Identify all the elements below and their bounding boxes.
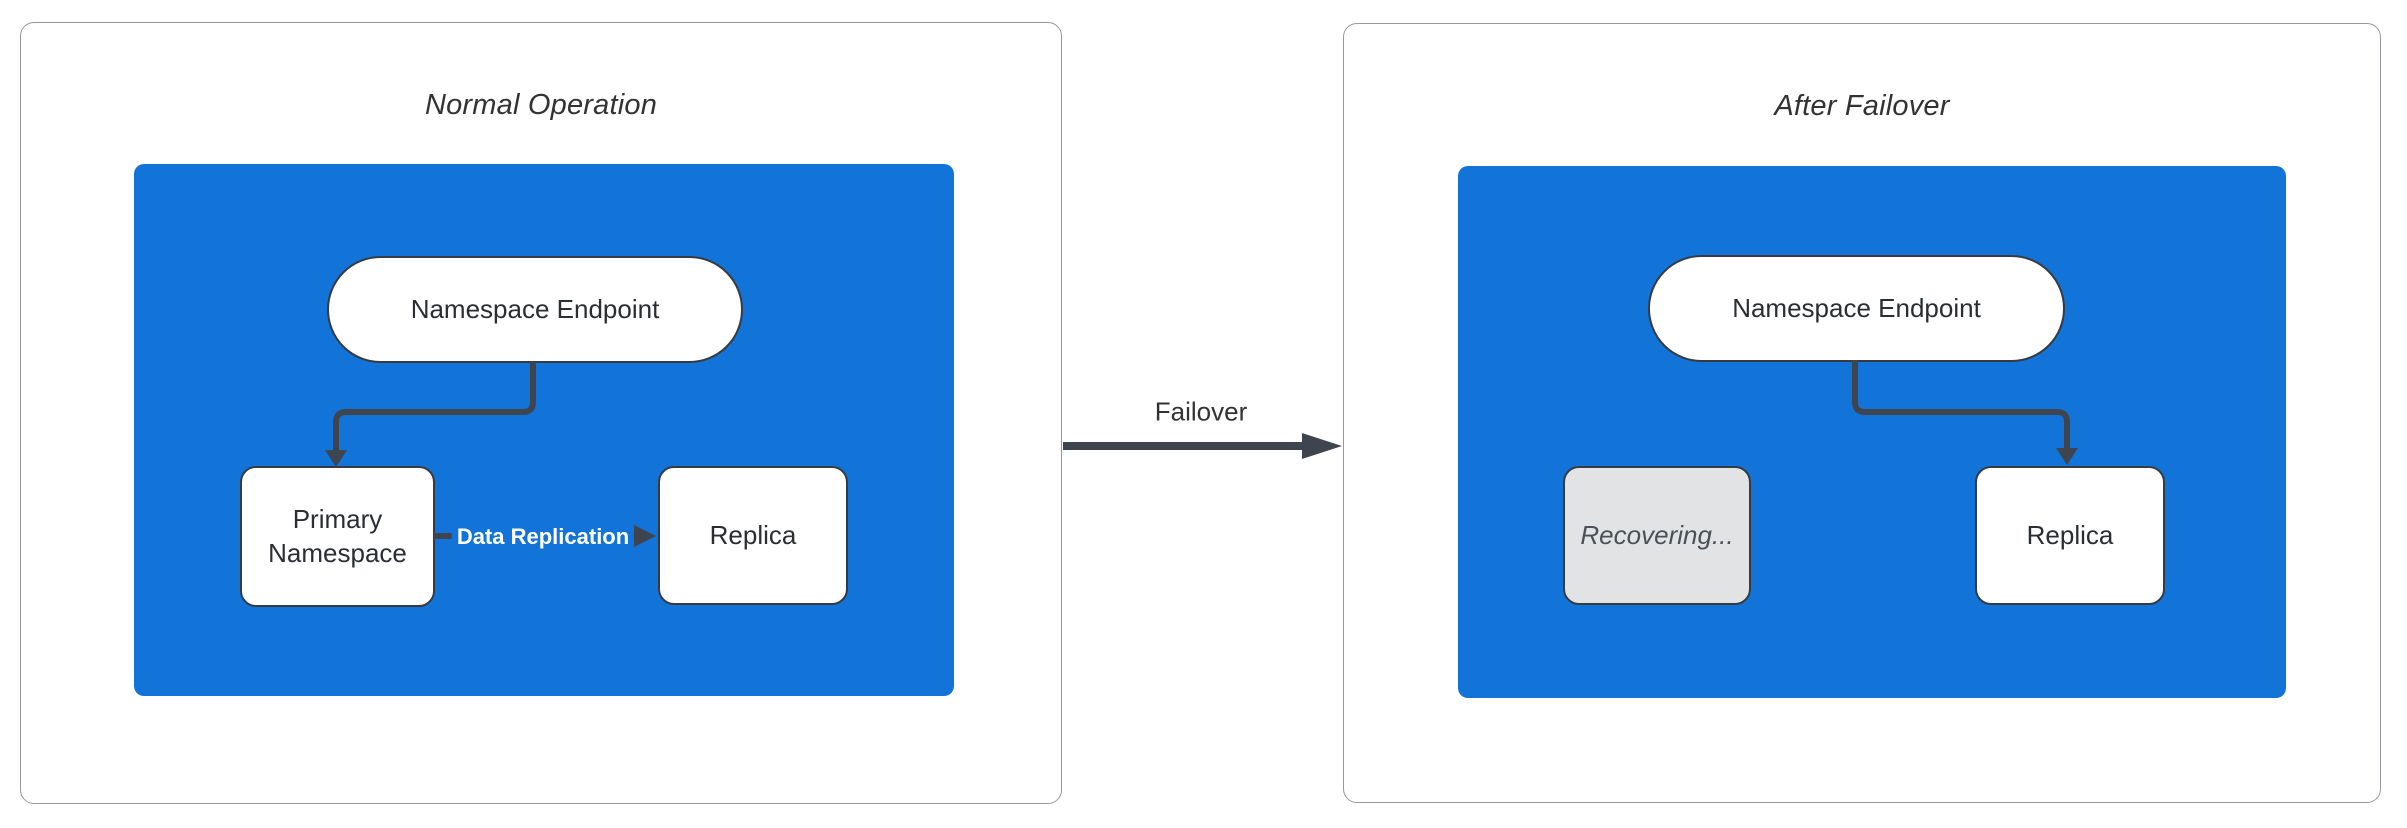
panel-normal-operation: Normal Operation Namespace Endpoint Prim…: [20, 22, 1062, 804]
node-primary-namespace: Primary Namespace: [240, 466, 435, 607]
panel-title-normal-operation: Normal Operation: [424, 89, 658, 121]
node-recovering: Recovering...: [1563, 466, 1751, 605]
failover-label: Failover: [1148, 396, 1254, 428]
cluster-after-failover: [1458, 166, 2286, 698]
node-label: Replica: [2026, 519, 2114, 550]
node-namespace-endpoint: Namespace Endpoint: [1648, 255, 2065, 362]
panel-title-after-failover: After Failover: [1774, 90, 1950, 122]
panel-after-failover: After Failover Namespace Endpoint Recove…: [1343, 23, 2381, 803]
node-replica-after: Replica: [1975, 466, 2165, 605]
node-namespace-endpoint: Namespace Endpoint: [327, 256, 743, 363]
failover-arrowhead-icon: [1302, 433, 1342, 459]
node-label: Namespace Endpoint: [1732, 292, 1981, 323]
node-replica-normal: Replica: [658, 466, 848, 605]
node-label: Primary Namespace: [268, 503, 407, 568]
node-label: Replica: [709, 519, 797, 550]
node-label: Recovering...: [1580, 519, 1734, 550]
cluster-normal-operation: [134, 164, 954, 696]
node-label: Namespace Endpoint: [410, 293, 660, 324]
edge-label-data-replication: Data Replication: [451, 522, 635, 552]
